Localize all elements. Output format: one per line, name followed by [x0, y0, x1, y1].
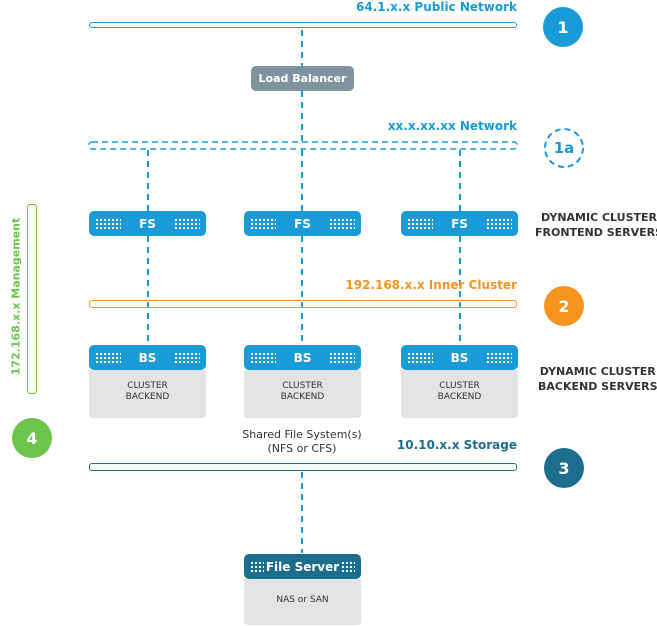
vent-icon: [174, 218, 200, 229]
storage-label: 10.10.x.x Storage: [396, 438, 517, 452]
server-label: FS: [139, 216, 156, 231]
server-label: FS: [451, 216, 468, 231]
vent-icon: [329, 352, 355, 363]
badge-3: 3: [544, 448, 584, 488]
backend-box-3: CLUSTER BACKEND: [401, 370, 518, 418]
vent-icon: [329, 218, 355, 229]
backend-label-line1: DYNAMIC CLUSTER: [539, 365, 656, 378]
badge-4: 4: [12, 418, 52, 458]
vent-icon: [250, 218, 276, 229]
backend-server-3: BS: [401, 345, 518, 370]
vent-icon: [95, 352, 121, 363]
badge-1a: 1a: [553, 139, 575, 157]
server-label: FS: [294, 216, 311, 231]
frontend-server-2: FS: [244, 211, 361, 236]
server-label: BS: [138, 350, 157, 365]
backend-box-1: CLUSTER BACKEND: [89, 370, 206, 418]
management-bar: [27, 204, 37, 394]
xx-network-bar: [88, 141, 518, 150]
vent-icon: [486, 218, 512, 229]
vent-icon: [341, 561, 355, 572]
inner-cluster-bar: [89, 300, 517, 308]
vent-icon: [95, 218, 121, 229]
file-server: File Server: [244, 554, 361, 579]
backend-server-2: BS: [244, 345, 361, 370]
public-network-label: 64.1.x.x Public Network: [356, 0, 517, 14]
inner-cluster-label: 192.168.x.x Inner Cluster: [345, 278, 517, 292]
vent-icon: [407, 218, 433, 229]
badge-1: 1: [543, 7, 583, 47]
backend-box-line1: CLUSTER: [439, 381, 480, 391]
vent-icon: [174, 352, 200, 363]
management-label: 172.168.x.x Management: [9, 217, 23, 376]
vent-icon: [486, 352, 512, 363]
public-network-bar: [89, 22, 517, 28]
frontend-label-line1: DYNAMIC CLUSTER: [541, 211, 657, 224]
frontend-servers-label: DYNAMIC CLUSTER FRONTEND SERVERS: [535, 210, 657, 240]
file-server-box: NAS or SAN: [244, 579, 361, 625]
backend-box-2: CLUSTER BACKEND: [244, 370, 361, 418]
vent-icon: [250, 352, 276, 363]
badge-2: 2: [544, 286, 584, 326]
shared-fs-line2: (NFS or CFS): [267, 442, 337, 455]
frontend-label-line2: FRONTEND SERVERS: [535, 226, 657, 239]
shared-fs-label: Shared File System(s) (NFS or CFS): [222, 428, 382, 456]
backend-box-line1: CLUSTER: [282, 381, 323, 391]
frontend-server-1: FS: [89, 211, 206, 236]
backend-box-line1: CLUSTER: [127, 381, 168, 391]
server-label: BS: [293, 350, 312, 365]
frontend-server-3: FS: [401, 211, 518, 236]
file-server-title: File Server: [265, 559, 340, 574]
backend-box-line2: BACKEND: [125, 392, 170, 402]
server-label: BS: [450, 350, 469, 365]
backend-box-line2: BACKEND: [280, 392, 325, 402]
load-balancer-box: Load Balancer: [251, 66, 354, 91]
badge-1a-ring: [544, 128, 584, 168]
file-server-subtitle: NAS or SAN: [276, 595, 329, 605]
vent-icon: [250, 561, 264, 572]
backend-server-1: BS: [89, 345, 206, 370]
shared-fs-line1: Shared File System(s): [242, 428, 362, 441]
xx-network-label: xx.x.xx.xx Network: [387, 119, 517, 133]
storage-bar: [89, 463, 517, 471]
backend-box-line2: BACKEND: [437, 392, 482, 402]
backend-label-line2: BACKEND SERVERS: [538, 380, 657, 393]
backend-servers-label: DYNAMIC CLUSTER BACKEND SERVERS: [538, 364, 657, 394]
vent-icon: [407, 352, 433, 363]
